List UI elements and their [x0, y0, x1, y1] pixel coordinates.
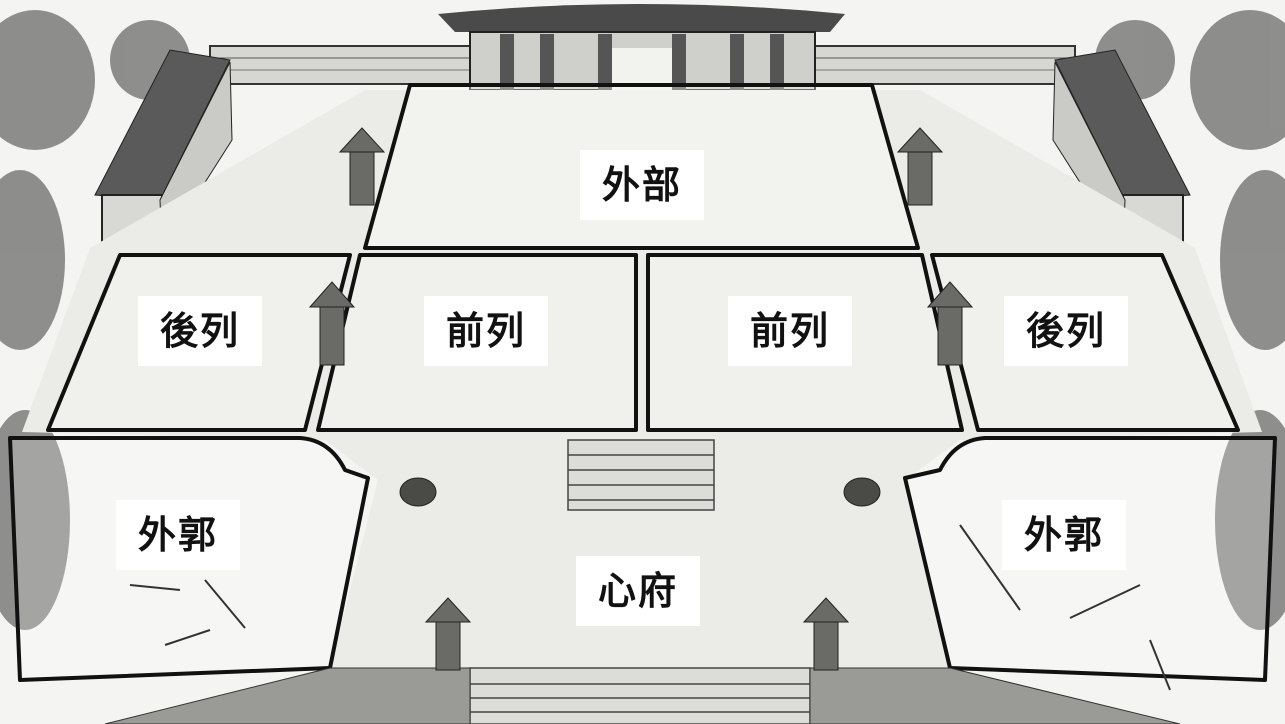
zone-label-back-left: 後列 [138, 296, 263, 366]
courtyard-floor [22, 90, 1262, 724]
right-forest [1095, 10, 1285, 630]
left-hall [94, 49, 233, 252]
front-stairs [469, 667, 811, 724]
zone-label-front-left: 前列 [424, 296, 549, 366]
stone-base [104, 667, 1181, 724]
scattered-weapons [129, 524, 1171, 691]
zone-label-back-right: 後列 [1004, 296, 1129, 366]
left-forest [0, 10, 190, 630]
zone-label-outer-right: 外郭 [1002, 500, 1127, 570]
incense-burner [399, 477, 881, 507]
zone-label-front-right: 前列 [728, 296, 853, 366]
central-stairs [567, 439, 715, 511]
zone-label-heart: 心府 [576, 556, 701, 626]
zone-label-outer-top: 外部 [580, 150, 705, 220]
main-gate [438, 4, 845, 91]
zone-label-outer-left: 外郭 [116, 500, 241, 570]
stone-lantern [308, 127, 974, 671]
